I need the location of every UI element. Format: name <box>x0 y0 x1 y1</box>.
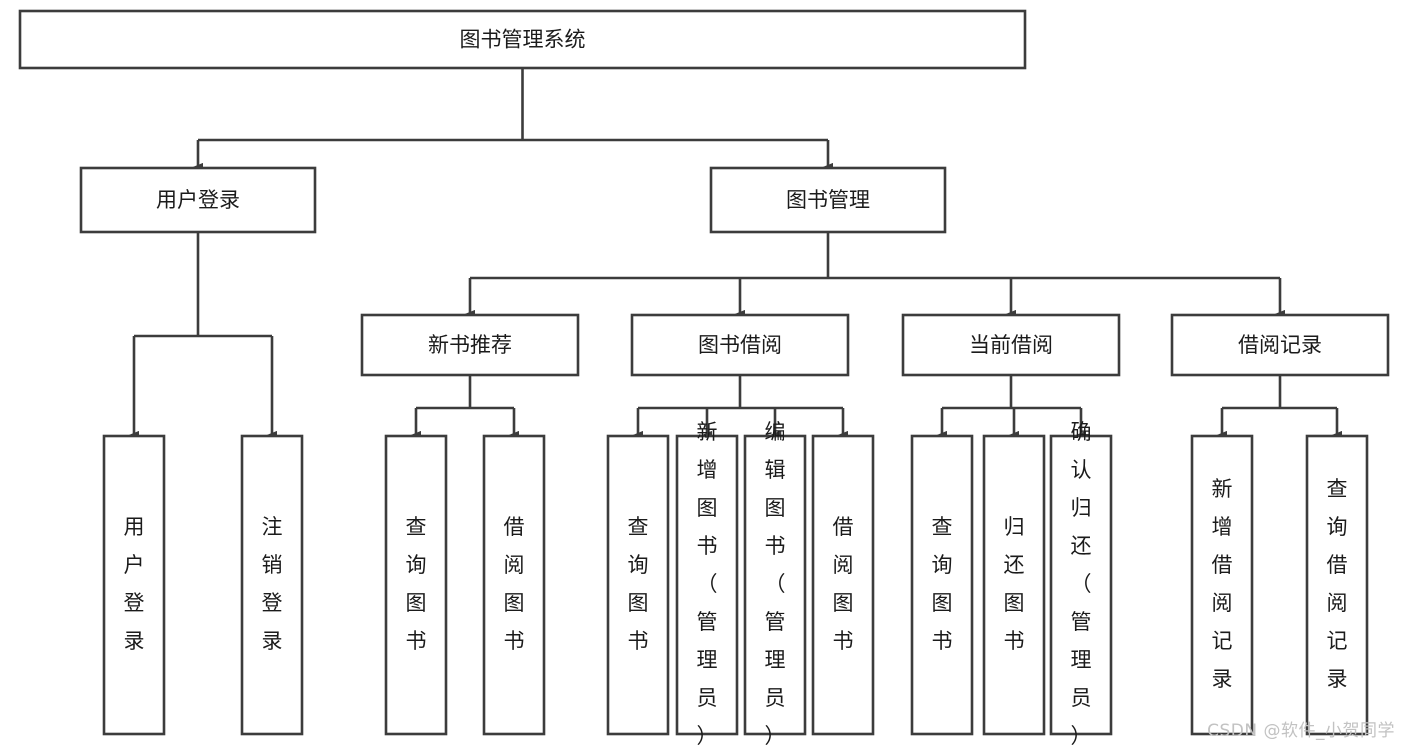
node-label-borrow-record: 借阅记录 <box>1238 333 1322 357</box>
node-boxes-layer <box>18 9 1390 736</box>
node-box-user-login[interactable] <box>79 166 317 234</box>
node-label-add-book-admin: 新增图书（管理员） <box>697 420 718 747</box>
node-label-user-logout: 注销登录 <box>262 515 283 653</box>
node-label-return-book: 归还图书 <box>1004 515 1025 653</box>
node-label-new-book-recommend: 新书推荐 <box>428 333 512 357</box>
node-box-query-book-3[interactable] <box>910 434 974 736</box>
node-box-query-book-1[interactable] <box>384 434 448 736</box>
node-box-return-book[interactable] <box>982 434 1046 736</box>
node-label-user-login: 用户登录 <box>156 188 240 212</box>
node-box-query-borrow-record[interactable] <box>1305 434 1369 736</box>
connectors-layer <box>128 68 1343 440</box>
node-label-book-borrow: 图书借阅 <box>698 333 782 357</box>
node-label-borrow-book-1: 借阅图书 <box>504 515 525 653</box>
node-box-query-book-2[interactable] <box>606 434 670 736</box>
node-box-book-manage[interactable] <box>709 166 947 234</box>
node-box-borrow-record[interactable] <box>1170 313 1390 377</box>
node-box-add-book-admin[interactable] <box>675 434 739 736</box>
node-box-edit-book-admin[interactable] <box>743 434 807 736</box>
node-label-query-book-1: 查询图书 <box>406 515 427 653</box>
node-labels-layer: 图书管理系统用户登录用户登录注销登录图书管理新书推荐查询图书借阅图书图书借阅查询… <box>124 28 1348 747</box>
node-label-current-borrow: 当前借阅 <box>969 333 1053 357</box>
node-box-user-login-do[interactable] <box>102 434 166 736</box>
node-box-current-borrow[interactable] <box>901 313 1121 377</box>
node-label-book-manage: 图书管理 <box>786 188 870 212</box>
node-box-borrow-book-2[interactable] <box>811 434 875 736</box>
node-label-confirm-return-admin: 确认归还（管理员） <box>1071 420 1092 747</box>
node-box-confirm-return-admin[interactable] <box>1049 434 1113 736</box>
node-label-query-book-2: 查询图书 <box>628 515 649 653</box>
node-box-book-borrow[interactable] <box>630 313 850 377</box>
node-label-borrow-book-2: 借阅图书 <box>833 515 854 653</box>
node-box-user-logout[interactable] <box>240 434 304 736</box>
node-label-query-book-3: 查询图书 <box>932 515 953 653</box>
node-label-add-borrow-record: 新增借阅记录 <box>1212 477 1233 691</box>
node-label-user-login-do: 用户登录 <box>124 515 145 653</box>
node-box-root[interactable] <box>18 9 1027 70</box>
node-box-add-borrow-record[interactable] <box>1190 434 1254 736</box>
node-box-borrow-book-1[interactable] <box>482 434 546 736</box>
node-box-new-book-recommend[interactable] <box>360 313 580 377</box>
node-label-root: 图书管理系统 <box>460 28 586 52</box>
node-label-query-borrow-record: 查询借阅记录 <box>1327 477 1348 691</box>
node-label-edit-book-admin: 编辑图书（管理员） <box>765 420 786 747</box>
